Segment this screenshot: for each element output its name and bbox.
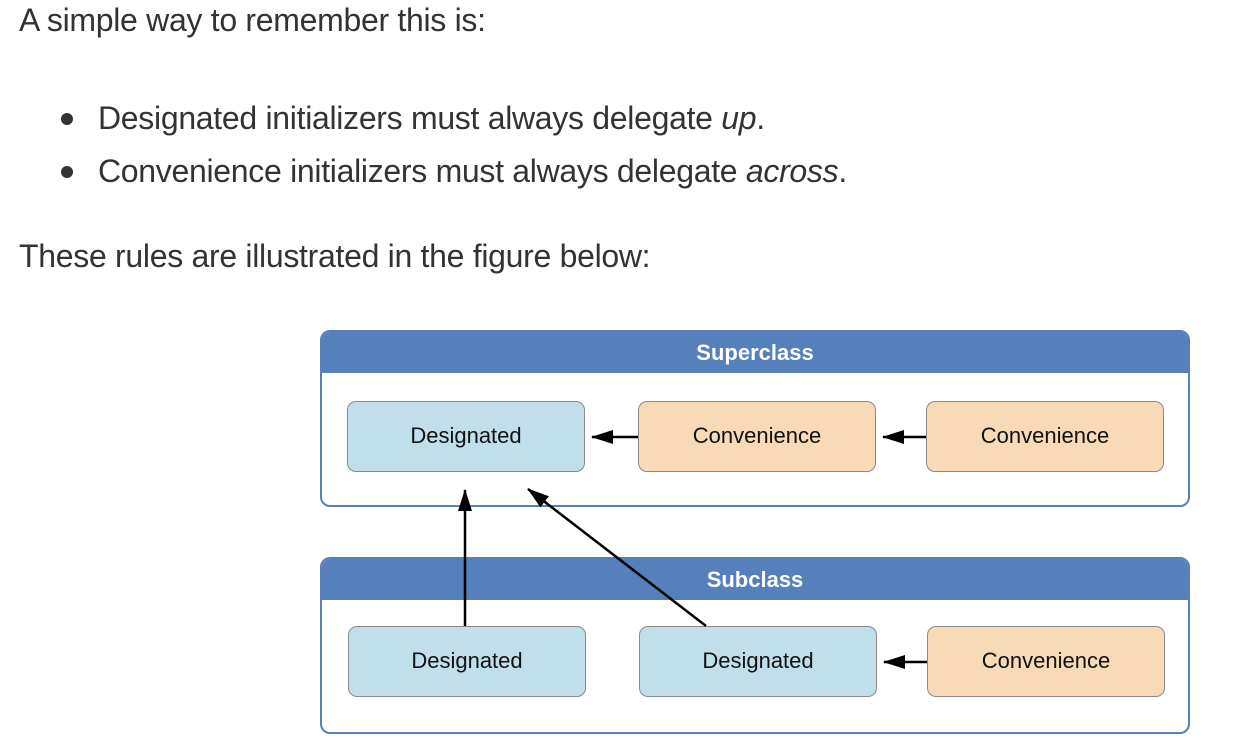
subclass-designated-initializer: Designated	[639, 626, 877, 697]
rule-emphasis: up	[721, 100, 757, 136]
rule-punctuation: .	[838, 153, 847, 189]
subclass-designated-initializer: Designated	[348, 626, 586, 697]
rule-text: Designated initializers must always dele…	[98, 100, 722, 136]
bullet-icon	[61, 113, 73, 125]
superclass-convenience-initializer: Convenience	[926, 401, 1164, 472]
intro-paragraph: A simple way to remember this is:	[19, 2, 486, 38]
superclass-header: Superclass	[322, 332, 1188, 373]
superclass-convenience-initializer: Convenience	[638, 401, 876, 472]
rules-list: Designated initializers must always dele…	[0, 92, 847, 198]
figure-caption-paragraph: These rules are illustrated in the figur…	[19, 238, 651, 274]
subclass-convenience-initializer: Convenience	[927, 626, 1165, 697]
rule-convenience: Convenience initializers must always del…	[0, 145, 847, 198]
superclass-designated-initializer: Designated	[347, 401, 585, 472]
bullet-icon	[61, 166, 73, 178]
rule-emphasis: across	[745, 153, 839, 189]
rule-punctuation: .	[756, 100, 765, 136]
rule-designated: Designated initializers must always dele…	[0, 92, 847, 145]
rule-text: Convenience initializers must always del…	[98, 153, 746, 189]
subclass-header: Subclass	[322, 559, 1188, 600]
